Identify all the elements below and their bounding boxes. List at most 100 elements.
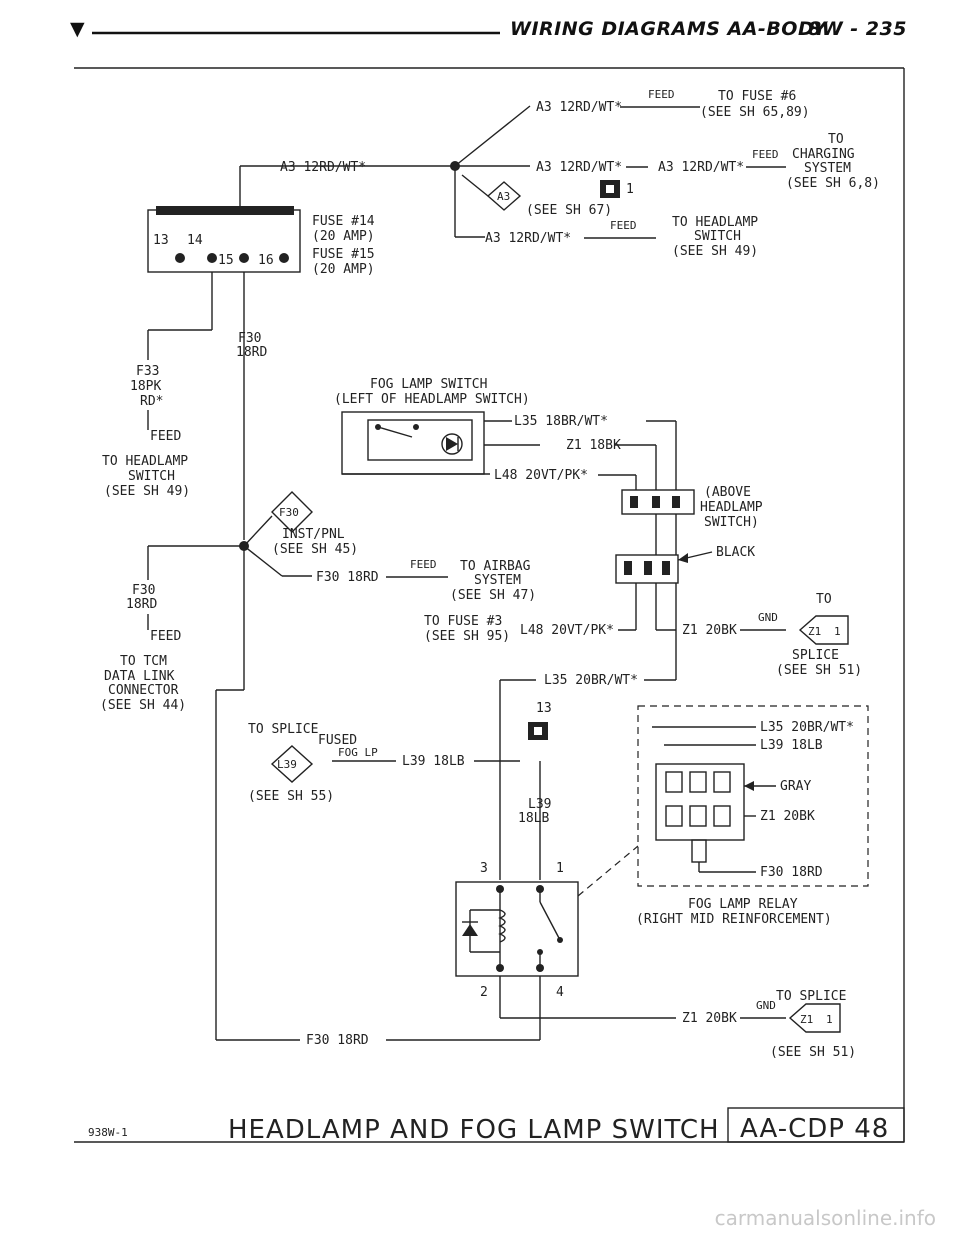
relay-diode-icon [462, 924, 478, 936]
label-fuse14-amp: (20 AMP) [312, 229, 375, 244]
relay-detail-box [637, 705, 869, 887]
label-splice-a3: A3 [497, 190, 510, 203]
label-relay-l35: L35 20BR/WT* [760, 720, 854, 735]
label-z1-bottom: Z1 20BK [682, 1011, 737, 1026]
connector-black [615, 554, 679, 584]
label-f30b-gauge: 18RD [126, 597, 157, 612]
splice-z1-mid [798, 615, 849, 645]
header-title: WIRING DIAGRAMS AA-BODY [510, 18, 828, 40]
label-pin15: 15 [218, 253, 234, 268]
label-tcm-to: TO TCM [120, 654, 167, 669]
label-f30-wire: F30 18RD [316, 570, 379, 585]
label-f30b: F30 [132, 583, 155, 598]
fuse-block-bus [156, 206, 294, 215]
label-conn13: 13 [536, 701, 552, 716]
label-fuse14: FUSE #14 [312, 214, 375, 229]
label-headlamp-to: TO HEADLAMP [102, 454, 188, 469]
label-l39-wire: L39 18LB [402, 754, 465, 769]
label-pin16: 16 [258, 253, 274, 268]
label-relay-title: FOG LAMP RELAY [688, 897, 798, 912]
label-l39v-gauge: 18LB [518, 811, 549, 826]
splice-z1-bottom [788, 1003, 841, 1033]
label-l35-switch: L35 18BR/WT* [514, 414, 608, 429]
label-z1-switch: Z1 18BK [566, 438, 621, 453]
label-a3-to-fuse6: A3 12RD/WT* [536, 100, 622, 115]
label-pin14: 14 [187, 233, 203, 248]
wire-to-fuse6 [454, 105, 531, 167]
label-f33: F33 [136, 364, 159, 379]
fog-switch-box [341, 411, 485, 475]
label-pin2: 2 [480, 985, 488, 1000]
splice-a3-diamond [486, 181, 522, 211]
label-a3-charging2: A3 12RD/WT* [658, 160, 744, 175]
label-headlamp-sheet: (SEE SH 49) [672, 244, 758, 259]
label-f30: F30 [238, 331, 261, 346]
label-fuse6-sheet: (SEE SH 65,89) [700, 105, 810, 120]
label-to-fuse6: TO FUSE #6 [718, 89, 796, 104]
label-splice-sheet-bottom: (SEE SH 51) [770, 1045, 856, 1060]
label-to-splice-bottom: TO SPLICE [776, 989, 846, 1004]
label-tcm-line2: DATA LINK [104, 669, 175, 684]
label-charging-dest2: SYSTEM [804, 161, 851, 176]
label-to-splice-l39: TO SPLICE [248, 722, 318, 737]
label-above: (ABOVE [704, 485, 751, 500]
label-l39v: L39 [528, 797, 551, 812]
label-connector-1: 1 [626, 182, 634, 197]
label-headlamp-dest2: SWITCH [694, 229, 741, 244]
label-a3-main: A3 12RD/WT* [280, 160, 366, 175]
label-z1-20-mid: Z1 20BK [682, 623, 737, 638]
label-fog-switch-title: FOG LAMP SWITCH [370, 377, 487, 392]
label-tcm-line3: CONNECTOR [108, 683, 179, 698]
label-relay-z1: Z1 20BK [760, 809, 815, 824]
label-gnd-mid: GND [758, 611, 778, 624]
label-feed-charging: FEED [752, 148, 779, 161]
label-to-mid: TO [816, 592, 832, 607]
footer-badge: AA-CDP 48 [740, 1114, 889, 1144]
label-l35-mid: L35 20BR/WT* [544, 673, 638, 688]
label-inst-sheet: (SEE SH 45) [272, 542, 358, 557]
label-black: BLACK [716, 545, 755, 560]
label-tcm-sheet: (SEE SH 44) [100, 698, 186, 713]
label-pin13: 13 [153, 233, 169, 248]
label-relay-subtitle: (RIGHT MID REINFORCEMENT) [636, 912, 832, 927]
splice-f30-diamond [271, 491, 313, 533]
label-feed-left: FEED [150, 429, 181, 444]
relay-contact [539, 901, 561, 941]
label-f30-splice: F30 [279, 506, 299, 519]
connector-above-headlamp [621, 489, 695, 515]
label-charging-dest: CHARGING [792, 147, 855, 162]
splice-l39-diamond [270, 745, 314, 783]
label-fuse3-to: TO FUSE #3 [424, 614, 502, 629]
relay-coil [498, 909, 506, 943]
indicator-lamp-icon [441, 433, 463, 455]
label-feed-headlamp: FEED [610, 219, 637, 232]
label-f33-gauge: 18PK [130, 379, 161, 394]
label-fog-lp: FOG LP [338, 746, 378, 759]
header-page: 8W - 235 [808, 18, 907, 40]
label-fog-switch-subtitle: (LEFT OF HEADLAMP SWITCH) [334, 392, 530, 407]
label-airbag-sheet: (SEE SH 47) [450, 588, 536, 603]
label-charging-sheet: (SEE SH 6,8) [786, 176, 880, 191]
label-splice-mid: SPLICE [792, 648, 839, 663]
label-above2: HEADLAMP [700, 500, 763, 515]
label-z1-splice-mid: Z1 [808, 625, 821, 638]
fog-relay-box [455, 881, 579, 977]
label-headlamp-sheet-left: (SEE SH 49) [104, 484, 190, 499]
label-fuse3-sheet: (SEE SH 95) [424, 629, 510, 644]
label-z1-splice-bottom: Z1 [800, 1013, 813, 1026]
label-inst-pnl: INST/PNL [282, 527, 345, 542]
footer-title: HEADLAMP AND FOG LAMP SWITCH [228, 1115, 720, 1145]
label-f30-bottom: F30 18RD [306, 1033, 369, 1048]
watermark: carmanualsonline.info [714, 1206, 936, 1230]
footer-badge-box [727, 1107, 905, 1143]
label-a3-charging1: A3 12RD/WT* [536, 160, 622, 175]
label-fused: FUSED [318, 733, 357, 748]
label-headlamp-switch: SWITCH [128, 469, 175, 484]
label-charging-to: TO [828, 132, 844, 147]
label-feed-tcm: FEED [150, 629, 181, 644]
label-f30-gauge: 18RD [236, 345, 267, 360]
label-l48-mid: L48 20VT/PK* [520, 623, 614, 638]
label-airbag-sys: SYSTEM [474, 573, 521, 588]
label-a3-headlamp: A3 12RD/WT* [485, 231, 571, 246]
